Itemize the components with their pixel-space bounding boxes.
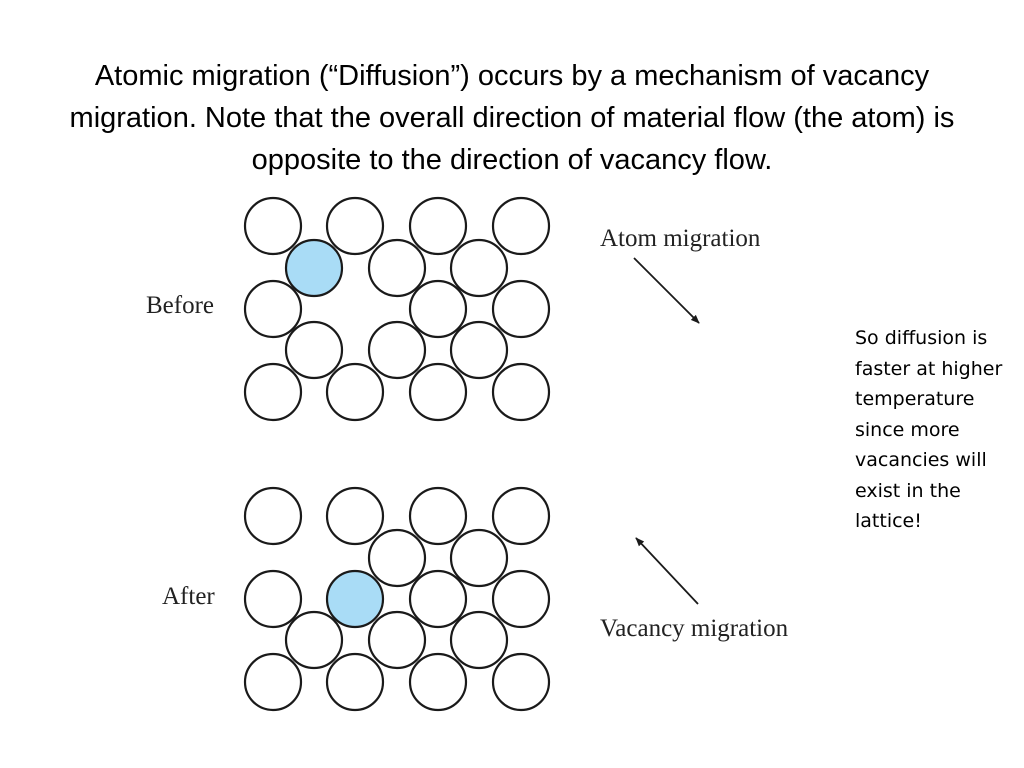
lattice-atom xyxy=(408,279,468,339)
lattice-atom xyxy=(284,320,344,380)
atom-migration-arrow xyxy=(633,257,700,324)
lattice-atom xyxy=(284,610,344,670)
lattice-atom xyxy=(325,486,385,546)
lattice-atom xyxy=(449,610,509,670)
before-label: Before xyxy=(146,292,214,319)
lattice-atom xyxy=(449,238,509,298)
lattice-atom xyxy=(449,320,509,380)
lattice-atom xyxy=(408,362,468,422)
lattice-atom xyxy=(243,196,303,256)
lattice-atom xyxy=(491,569,551,629)
vacancy-migration-arrow xyxy=(635,537,699,605)
lattice-atom xyxy=(243,486,303,546)
side-note: So diffusion is faster at higher tempera… xyxy=(855,327,1003,532)
lattice-atom xyxy=(408,196,468,256)
lattice-atom xyxy=(491,279,551,339)
before-lattice xyxy=(243,196,551,422)
lattice-atom xyxy=(408,652,468,712)
lattice-atom xyxy=(325,362,385,422)
lattice-atom xyxy=(408,569,468,629)
lattice-atom xyxy=(408,486,468,546)
lattice-atom xyxy=(243,362,303,422)
lattice-atom xyxy=(367,238,427,298)
lattice-atom xyxy=(325,196,385,256)
lattice-atom xyxy=(491,652,551,712)
lattice-atom xyxy=(449,528,509,588)
atom-migration-label: Atom migration xyxy=(600,225,761,252)
lattice-atom xyxy=(325,652,385,712)
lattice-atom xyxy=(491,362,551,422)
vacancy-migration-label: Vacancy migration xyxy=(600,615,789,642)
lattice-atom xyxy=(491,486,551,546)
after-label: After xyxy=(162,583,215,610)
lattice-atom xyxy=(243,569,303,629)
lattice-atom xyxy=(243,279,303,339)
lattice-atom xyxy=(243,652,303,712)
lattice-atom xyxy=(491,196,551,256)
migrating-atom xyxy=(325,569,385,629)
lattice-atom xyxy=(367,528,427,588)
lattice-atom xyxy=(367,320,427,380)
after-lattice xyxy=(243,486,551,712)
migrating-atom xyxy=(284,238,344,298)
slide-title: Atomic migration (“Diffusion”) occurs by… xyxy=(69,60,955,176)
lattice-atom xyxy=(367,610,427,670)
